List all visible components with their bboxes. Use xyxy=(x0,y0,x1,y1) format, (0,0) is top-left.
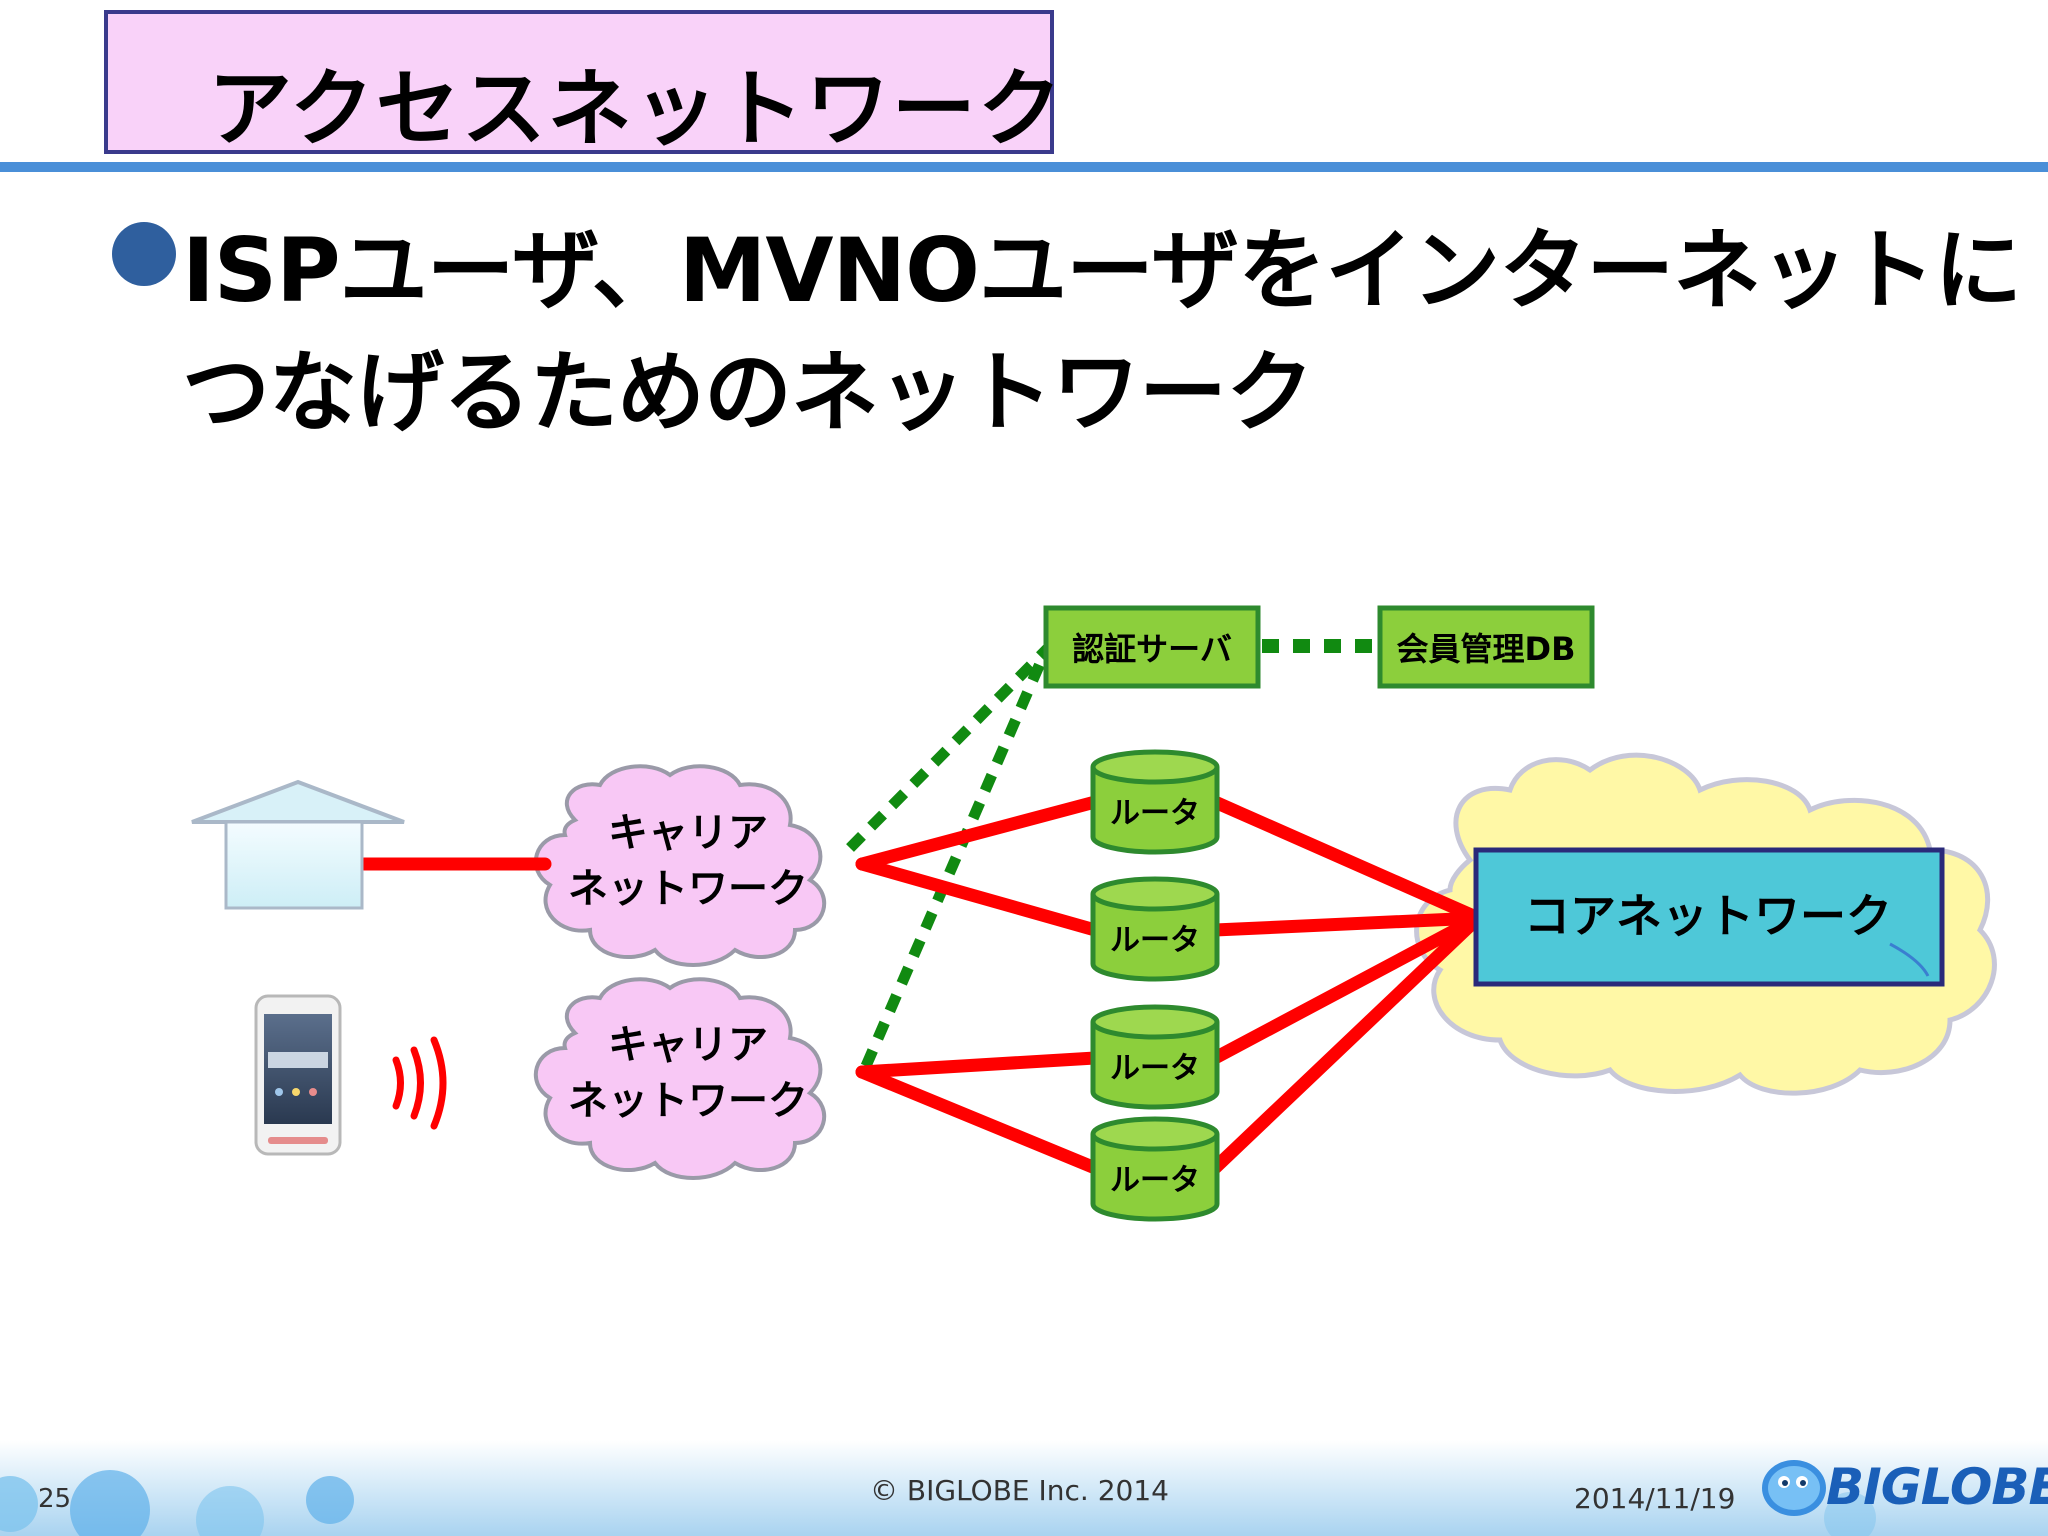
auth-server-label: 認証サーバ xyxy=(1072,630,1232,668)
member-db-label: 会員管理DB xyxy=(1397,630,1576,668)
router-4-label: ルータ xyxy=(1110,1163,1200,1198)
link-carrier1-router2 xyxy=(855,857,1102,937)
link-carrier1-router1 xyxy=(855,795,1102,871)
link-router2-core xyxy=(1208,911,1485,937)
link-router1-core xyxy=(1208,795,1485,925)
auth-server-box xyxy=(1043,605,1261,689)
link-carrier2-router4 xyxy=(855,1065,1102,1175)
slide-date: 2014/11/19 xyxy=(1574,1482,1736,1515)
carrier-network-cloud-2 xyxy=(533,977,827,1180)
router-3-label: ルータ xyxy=(1110,1051,1200,1086)
router-1-label: ルータ xyxy=(1110,796,1200,831)
link-router3-core xyxy=(1208,911,1485,1065)
bullet-text-line1: ISPユーザ、MVNOユーザをインターネットに xyxy=(182,219,2022,322)
auth-link-carrier2 xyxy=(860,649,1051,1069)
bullet-icon xyxy=(112,222,176,286)
carrier-network-1-label-line1: キャリア xyxy=(608,810,768,856)
logo-text: BIGLOBE xyxy=(1826,1458,2048,1516)
footer-band xyxy=(0,1440,2048,1536)
member-db-box xyxy=(1377,605,1595,689)
auth-links xyxy=(846,639,1378,1069)
slide-title-box: アクセスネットワーク xyxy=(104,10,1062,158)
core-network-label: コアネットワーク xyxy=(1524,889,1892,943)
carrier-network-1-label-line2: ネットワーク xyxy=(568,866,808,912)
router-1 xyxy=(1090,749,1220,855)
footer-decoration xyxy=(0,1470,1876,1536)
auth-link-carrier1 xyxy=(846,644,1052,852)
title-divider xyxy=(0,162,2048,172)
network-links xyxy=(357,795,1485,1175)
router-2-label: ルータ xyxy=(1110,923,1200,958)
link-router4-core xyxy=(1208,911,1485,1175)
radio-waves-icon xyxy=(392,1036,447,1130)
carrier-network-cloud-1 xyxy=(533,764,827,967)
router-2 xyxy=(1090,876,1220,982)
biglobe-logo: BIGLOBE xyxy=(1760,1448,2048,1524)
smartphone-icon xyxy=(254,994,342,1156)
copyright-text: © BIGLOBE Inc. 2014 xyxy=(870,1474,1169,1507)
link-carrier2-router3 xyxy=(855,1051,1102,1079)
carrier-network-2-label-line2: ネットワーク xyxy=(568,1078,808,1124)
bullet-text-line2: つなげるためのネットワーク xyxy=(182,341,1314,444)
core-network-box xyxy=(1473,847,1945,987)
slide-title: アクセスネットワーク xyxy=(208,60,1064,158)
carrier-network-2-label-line1: キャリア xyxy=(608,1022,768,1068)
home-icon xyxy=(191,779,405,910)
page-number: 25 xyxy=(38,1484,72,1514)
logo-mascot-icon xyxy=(1762,1460,1826,1516)
router-3 xyxy=(1090,1004,1220,1110)
router-4 xyxy=(1090,1116,1220,1222)
